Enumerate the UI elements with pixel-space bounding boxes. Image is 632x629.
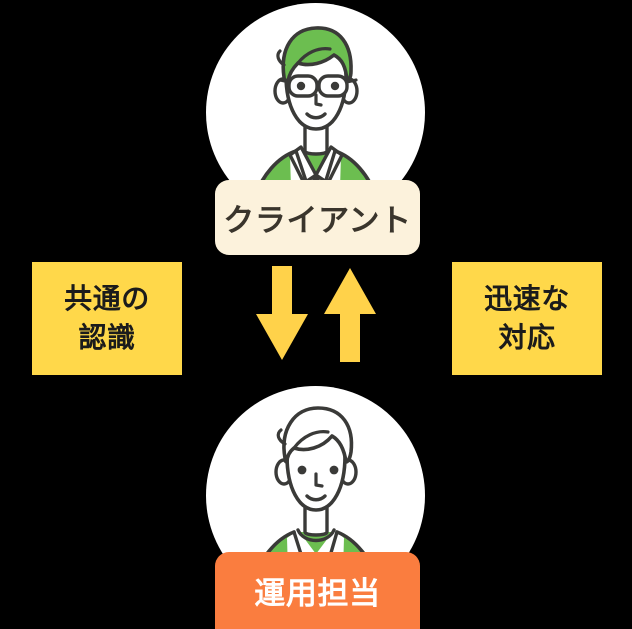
arrow-down-icon: [256, 266, 308, 360]
arrow-up-icon: [324, 268, 376, 362]
note-rapid-response: 迅速な 対応: [452, 262, 602, 375]
client-role-label: クライアント: [215, 180, 420, 255]
note-left-line-1: 共通の: [64, 281, 150, 315]
note-shared-understanding: 共通の 認識: [32, 262, 182, 375]
note-left-line-2: 認識: [78, 320, 136, 354]
note-right-line-1: 迅速な: [484, 281, 570, 315]
bidirectional-arrow-group: [248, 266, 384, 364]
operations-role-label: 運用担当: [215, 552, 420, 629]
note-right-line-2: 対応: [498, 320, 556, 354]
